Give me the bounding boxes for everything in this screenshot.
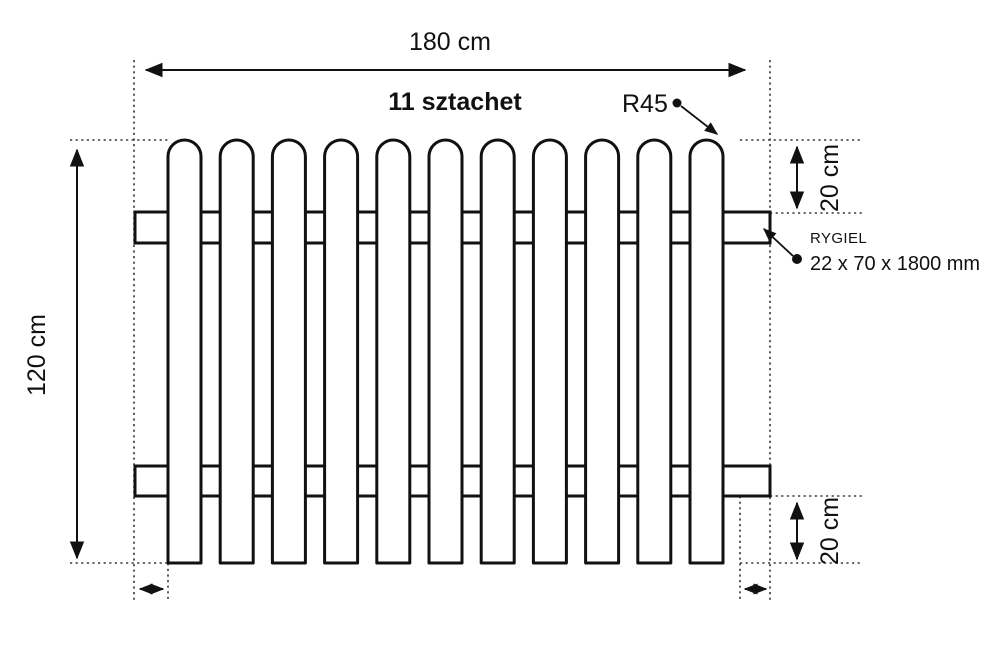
rail-leader-line: [763, 228, 794, 257]
dimension-top-overhang: 20 cm: [789, 144, 844, 212]
picket-6: [427, 138, 464, 565]
overall-width-label: 180 cm: [409, 28, 491, 56]
radius-leader-line: [680, 105, 719, 135]
bottom-overhang-label: 20 cm: [816, 497, 844, 565]
radius-label: R45: [622, 90, 668, 118]
picket-2: [218, 138, 255, 565]
rail-name-label: RYGIEL: [810, 230, 867, 247]
rail-spec-label: 22 x 70 x 1800 mm: [810, 253, 980, 275]
dimension-overall-height: 120 cm: [23, 148, 85, 560]
fence-assembly: [133, 138, 772, 565]
rail-edge-overlay: [133, 210, 772, 498]
picket-3: [270, 138, 307, 565]
rail-leader-dot: [792, 254, 802, 264]
picket-count-label: 11 sztachet: [388, 88, 522, 116]
picket-5: [375, 138, 412, 565]
picket-group: [166, 138, 725, 565]
picket-10: [636, 138, 673, 565]
picket-1: [166, 138, 203, 565]
picket-4: [323, 138, 360, 565]
picket-8: [531, 138, 568, 565]
picket-9: [584, 138, 621, 565]
rail-callout: RYGIEL 22 x 70 x 1800 mm: [763, 228, 980, 275]
dimension-bottom-overhang: 20 cm: [789, 497, 844, 565]
radius-leader-dot: [672, 98, 682, 108]
dimension-overall-width: 180 cm: [144, 28, 747, 78]
radius-callout: R45: [622, 90, 719, 135]
overall-height-label: 120 cm: [23, 314, 51, 396]
picket-11: [688, 138, 725, 565]
picket-7: [479, 138, 516, 565]
top-overhang-label: 20 cm: [816, 144, 844, 212]
